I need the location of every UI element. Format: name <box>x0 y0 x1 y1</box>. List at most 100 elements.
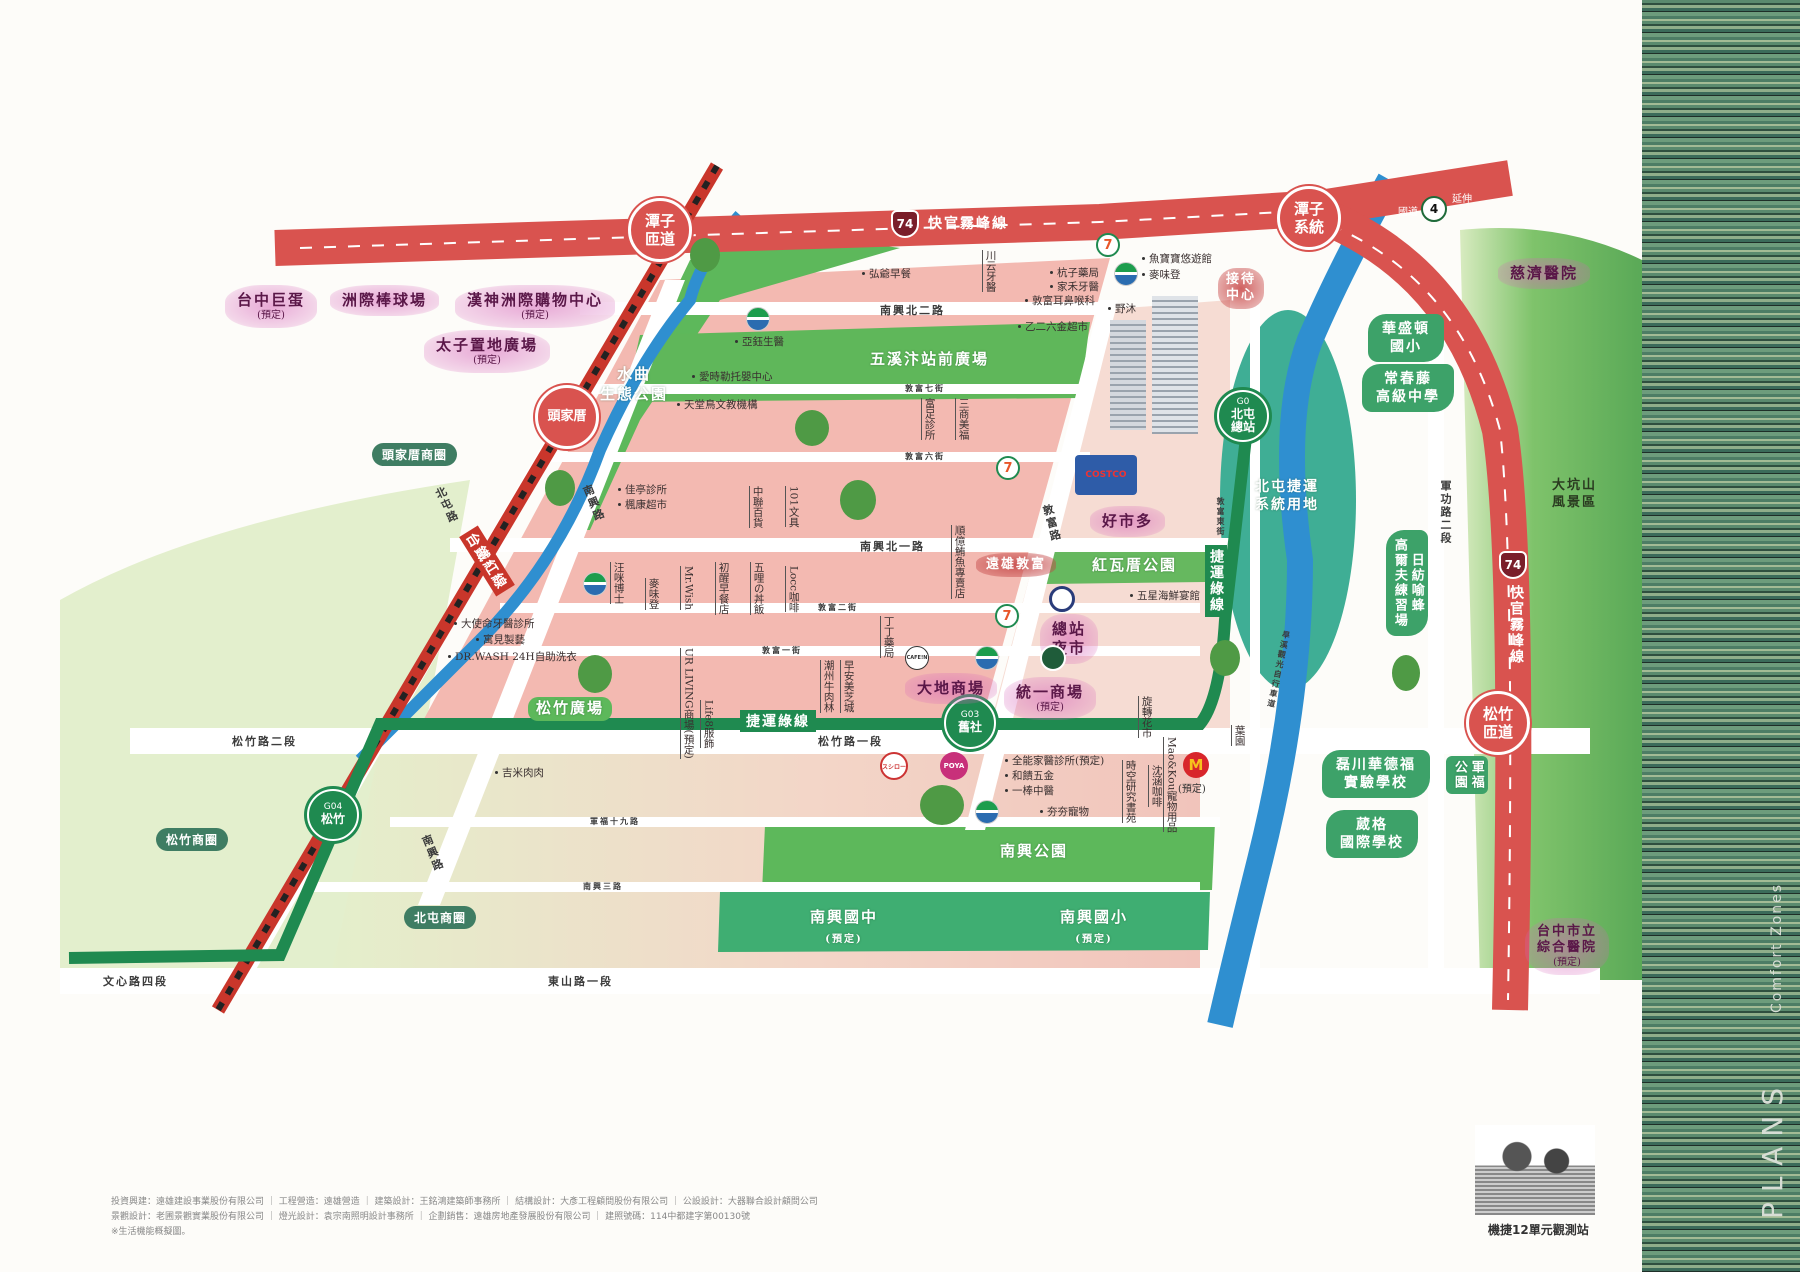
landmark-city-hospital: 台中市立 綜合醫院(預定) <box>1525 918 1610 975</box>
road-dunfu-7: 敦富七街 <box>905 383 945 393</box>
shop-label-vertical: 順億鮪魚專賣店 <box>951 525 966 599</box>
school-nanxing-junior: 南興國中(預定) <box>810 908 879 945</box>
shop-label-vertical: UR LIVING商場(預定) <box>680 648 695 759</box>
landmark-prince-plaza: 太子置地廣場(預定) <box>424 330 551 374</box>
credits-line: 投資興建：遠雄建設事業股份有限公司 ｜ 工程營造：遠雄營造 ｜ 建築設計：王銘鴻… <box>111 1197 818 1207</box>
shop-label: 天堂鳥文教機構 <box>677 397 758 412</box>
landmark-costco: 好市多 <box>1090 506 1166 537</box>
shop-label: 弘爺早餐 <box>862 266 911 281</box>
mascot-illustration-icon <box>1475 1125 1595 1215</box>
road-junfu-19: 軍福十九路 <box>590 816 640 826</box>
seven-eleven-icon: 7 <box>995 604 1019 628</box>
shop-label: 一棒中醫 <box>1005 783 1054 798</box>
shop-label-vertical: Mr.Wish <box>680 566 695 611</box>
station-code: G0 <box>1236 396 1250 407</box>
poya-icon: POYA <box>940 752 968 780</box>
market-logo-icon <box>1049 586 1075 612</box>
shop-label-vertical: 101文具 <box>785 486 800 528</box>
shop-label: 敦富耳鼻喉科 <box>1025 293 1095 308</box>
mcdonalds-planned: (預定) <box>1178 784 1206 795</box>
park-wuxibian <box>625 322 1090 402</box>
dakeng-scenic-label: 大坑山 風景區 <box>1552 478 1598 510</box>
shop-label-vertical: 時空研究書苑 <box>1122 760 1137 823</box>
mrt-label: 捷運綠線 <box>740 710 816 732</box>
shop-label: DR.WASH 24H自助洗衣 <box>448 649 577 664</box>
school-nanxing-elementary: 南興國小(預定) <box>1060 908 1129 945</box>
park-songzhu-plaza-label: 松竹廣場 <box>528 697 613 721</box>
seven-eleven-icon: 7 <box>996 456 1020 480</box>
interchange-songzhu-ramp: 松竹 匝道 <box>1466 691 1530 755</box>
school-washington-elementary: 華盛頓 國小 <box>1368 314 1444 363</box>
green-area-east <box>1460 228 1642 980</box>
tree-icon <box>795 410 829 446</box>
shop-label: 乙二六金超市 <box>1018 319 1088 334</box>
station-name: 北屯 總站 <box>1230 406 1255 434</box>
park-junfu-label: 軍福 公園 <box>1446 756 1488 794</box>
landmark-reception-center[interactable]: 接待 中心 <box>1218 268 1265 309</box>
tree-icon <box>545 470 575 506</box>
shop-label: 和饋五金 <box>1005 768 1054 783</box>
road-dunfu-east: 敦富東街 <box>1216 497 1226 537</box>
familymart-icon <box>1114 262 1138 286</box>
sushiro-icon: スシロー <box>880 752 908 780</box>
side-stripe <box>1642 0 1800 1272</box>
river-hanxi <box>1207 173 1402 1028</box>
park-hongwacuo-label: 紅瓦厝公園 <box>1092 556 1178 574</box>
tree-icon <box>920 785 964 825</box>
credits-line: 景觀設計：老圃景觀實業股份有限公司 ｜ 燈光設計：袁宗南照明設計事務所 ｜ 企劃… <box>111 1212 750 1222</box>
shop-label: 野沐 <box>1108 301 1136 316</box>
district-toujiacuo: 頭家厝商圈 <box>372 443 458 466</box>
interchange-tanzi-system: 潭子 系統 <box>1277 186 1341 250</box>
shop-label: 亞鈺生醫 <box>735 334 784 349</box>
shop-label: 大使命牙醫診所 <box>454 616 535 631</box>
shop-label-vertical: 旋轉花市 <box>1138 696 1153 738</box>
shop-label-vertical: Mao&Kou寵物用品 <box>1163 737 1178 833</box>
mrt-depot-label: 北屯捷運 系統用地 <box>1255 479 1319 514</box>
mcdonalds-icon: M <box>1183 752 1209 778</box>
river-west <box>355 211 745 765</box>
park-nanxing-label: 南興公園 <box>1000 842 1069 860</box>
freeway-4-shield: 4 <box>1421 196 1447 222</box>
tree-icon <box>1392 655 1420 691</box>
freeway-suffix: 延伸 <box>1452 194 1472 205</box>
shop-label-vertical: 麥味登 <box>645 578 660 610</box>
shop-label-vertical: Locc咖啡 <box>785 566 800 613</box>
costco-bag-icon: COSTCO <box>1075 455 1137 495</box>
highway-74-name: 快官霧峰線 <box>928 216 1008 232</box>
shop-label: 夯夯寵物 <box>1040 804 1089 819</box>
road-jungong-2: 軍功路二段 <box>1439 480 1452 545</box>
seven-eleven-icon: 7 <box>1096 233 1120 257</box>
landmark-taichung-dome: 台中巨蛋(預定) <box>225 285 318 329</box>
shop-label-vertical: 三商美福 <box>955 398 970 440</box>
school-grounds <box>718 892 1210 952</box>
shop-label: 楓康超市 <box>618 497 667 512</box>
road-dunfu-6: 敦富六街 <box>905 451 945 461</box>
shop-label-vertical: 五哩の丼飯 <box>750 562 765 615</box>
station-code: G04 <box>323 802 343 813</box>
road-nanxing-n1: 南興北一路 <box>860 540 925 553</box>
mrt-label-east: 捷運綠線 <box>1205 545 1227 617</box>
shop-label-vertical: 早安美芝城 <box>840 660 855 713</box>
station-name: 舊社 <box>957 720 982 735</box>
interchange-toujiacuo: 頭家厝 <box>535 385 599 449</box>
shop-label-vertical: 川云牙醫 <box>982 250 997 292</box>
shop-label: 吉米肉肉 <box>495 765 544 780</box>
side-title: PLANS <box>1756 1078 1789 1219</box>
landmark-uni-mall: 統一商場(預定) <box>1004 677 1097 721</box>
district-beitun: 北屯商圈 <box>404 906 477 929</box>
freeway-prefix: 國道 <box>1398 207 1418 218</box>
tree-icon <box>1210 640 1240 676</box>
tree-icon <box>690 238 720 272</box>
district-songzhu: 松竹商圈 <box>156 828 229 851</box>
project-tower-icon <box>1110 320 1146 430</box>
station-code: G03 <box>960 710 980 721</box>
shop-label: 魚寶寶悠遊館 <box>1142 251 1212 266</box>
golf-driving-range: 日紡喻蜂 高爾夫練習場 <box>1386 530 1428 636</box>
road-wenxin-4: 文心路四段 <box>103 975 168 988</box>
park-wuxibian-label: 五溪汴站前廣場 <box>870 350 990 368</box>
familymart-icon <box>583 572 607 596</box>
